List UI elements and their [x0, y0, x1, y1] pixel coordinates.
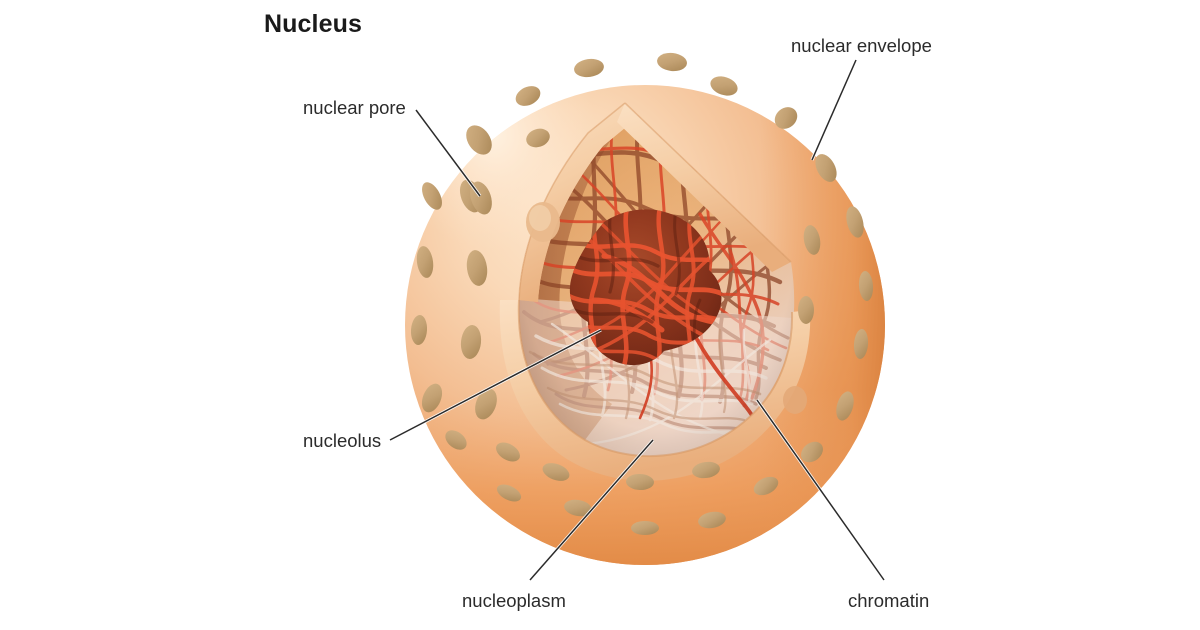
nuclear-pore [526, 128, 550, 148]
nuclear-pore [853, 329, 869, 359]
leader-line-nucleolus [389, 329, 602, 441]
leader-line-nuclear-pore [415, 109, 481, 197]
nuclear-pore [466, 125, 492, 155]
nuclear-pore [445, 430, 467, 450]
leader-lines [389, 59, 886, 582]
nuclear-pore [460, 325, 482, 359]
nuclear-pore [574, 58, 604, 78]
nuclear-pore [410, 315, 428, 345]
annotation-label-nuclear-envelope: nuclear envelope [791, 35, 932, 56]
annotation-label-nucleoplasm: nucleoplasm [462, 590, 566, 611]
envelope-cut-rim [499, 102, 811, 481]
nuclear-pore [496, 442, 520, 462]
nuclear-pore [803, 225, 821, 255]
nuclear-pore [626, 473, 654, 491]
nuclear-pore [774, 107, 798, 129]
leader-line-nuclear-envelope [811, 59, 857, 161]
annotation-label-nucleolus: nucleolus [303, 430, 382, 451]
nuclear-pores [410, 52, 874, 535]
annotation-label-chromatin: chromatin [848, 590, 930, 611]
nuclear-pore [515, 86, 541, 106]
nuclear-pore [416, 246, 434, 278]
nuclear-pore [692, 461, 720, 479]
nuclear-pore [631, 521, 659, 535]
nuclear-pore [496, 484, 522, 502]
leader-line-chromatin [756, 399, 885, 581]
page-title: Nucleus [264, 10, 362, 38]
nuclear-pore [836, 391, 854, 421]
nuclear-pore [475, 388, 497, 420]
leader-line-nucleoplasm [529, 439, 654, 581]
annotation-label-nuclear-pore: nuclear pore [303, 97, 406, 118]
membrane-nub [526, 202, 807, 414]
nuclear-pore [801, 441, 823, 463]
nuclear-pore [698, 511, 726, 529]
nuclear-pore [753, 476, 779, 496]
nuclear-pore [815, 154, 837, 182]
nuclear-pore [564, 499, 592, 517]
nuclear-pore [798, 296, 814, 324]
nuclear-pore [422, 182, 442, 210]
nuclear-pore [858, 271, 874, 301]
nuclear-pore [657, 52, 687, 72]
nuclear-pore [710, 76, 738, 96]
nuclear-pore [466, 250, 488, 286]
nuclear-pore [421, 383, 443, 413]
nuclear-pore [846, 206, 864, 238]
nuclear-pore [542, 463, 570, 481]
